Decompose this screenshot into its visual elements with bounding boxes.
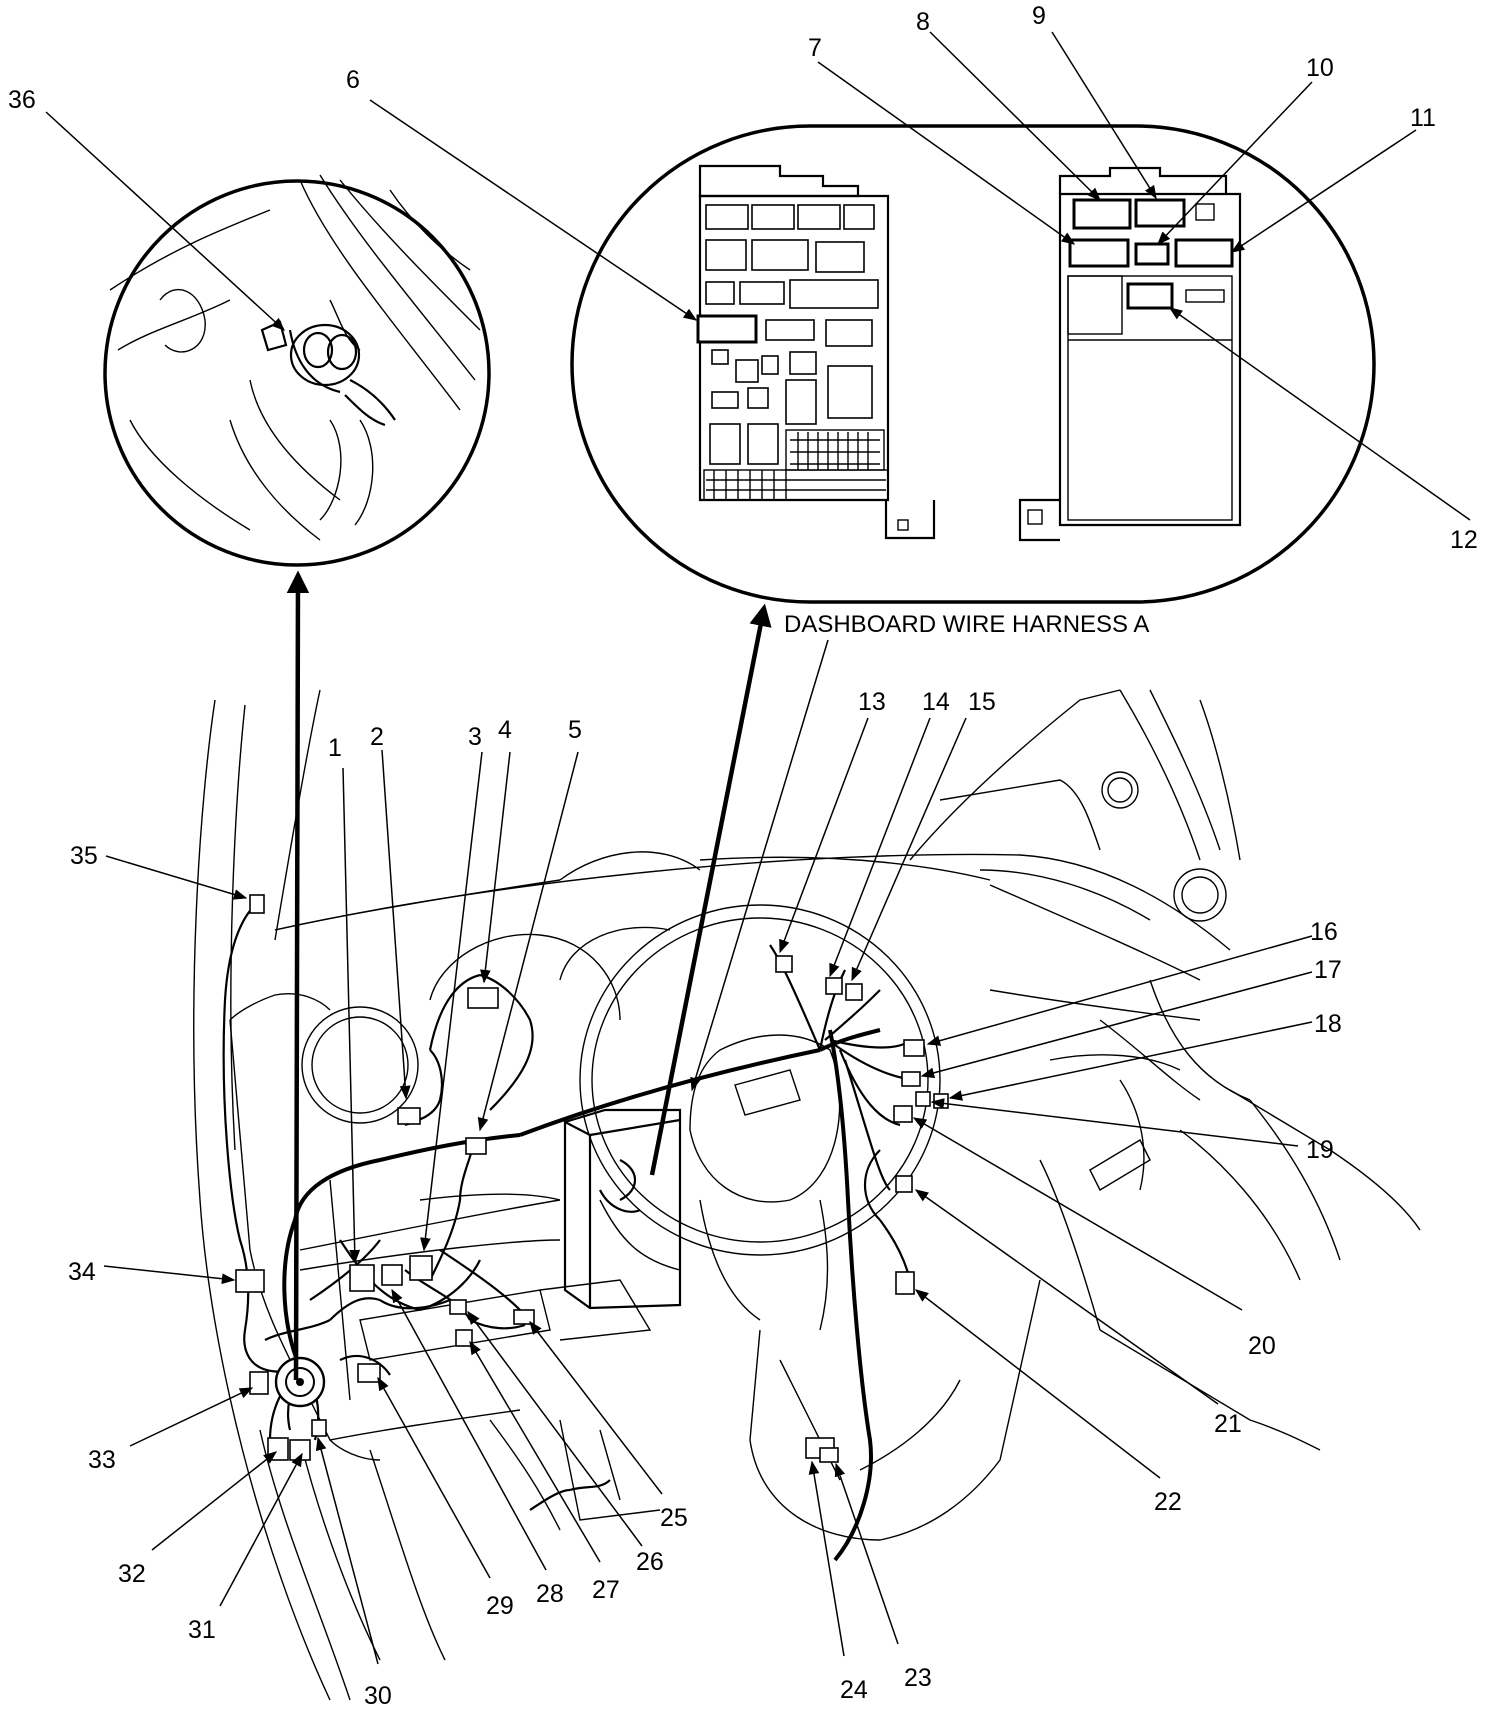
callout-17: 17 xyxy=(1314,956,1342,984)
callout-12: 12 xyxy=(1450,526,1478,554)
detail-arrows xyxy=(286,570,772,1381)
callout-34: 34 xyxy=(68,1258,96,1286)
callout-23: 23 xyxy=(904,1664,932,1692)
callout-26: 26 xyxy=(636,1548,664,1576)
callout-1: 1 xyxy=(328,734,342,762)
callout-4: 4 xyxy=(498,716,512,744)
callout-3: 3 xyxy=(468,723,482,751)
callout-5: 5 xyxy=(568,716,582,744)
callout-15: 15 xyxy=(968,688,996,716)
callout-6: 6 xyxy=(346,66,360,94)
grommet xyxy=(274,1356,326,1408)
detail-oval-fuse-boxes xyxy=(570,124,1376,604)
callout-22: 22 xyxy=(1154,1488,1182,1516)
callout-27: 27 xyxy=(592,1576,620,1604)
callout-7: 7 xyxy=(808,34,822,62)
callout-9: 9 xyxy=(1032,2,1046,30)
dashboard-outline xyxy=(193,689,1421,1701)
callout-31: 31 xyxy=(188,1616,216,1644)
callout-leaders xyxy=(45,31,1471,1665)
callout-13: 13 xyxy=(858,688,886,716)
callout-36: 36 xyxy=(8,86,36,114)
callout-2: 2 xyxy=(370,723,384,751)
callout-35: 35 xyxy=(70,842,98,870)
callout-29: 29 xyxy=(486,1592,514,1620)
callout-14: 14 xyxy=(922,688,950,716)
callout-30: 30 xyxy=(364,1682,392,1710)
control-unit-box xyxy=(563,1108,682,1310)
relay-box xyxy=(1018,166,1242,542)
callout-19: 19 xyxy=(1306,1136,1334,1164)
caption-leader xyxy=(690,639,829,1092)
callout-16: 16 xyxy=(1310,918,1338,946)
callout-32: 32 xyxy=(118,1560,146,1588)
harness-caption: DASHBOARD WIRE HARNESS A xyxy=(784,611,1149,638)
detail-circle-connector-36 xyxy=(103,174,491,567)
callout-33: 33 xyxy=(88,1446,116,1474)
callout-numbers: 1 2 3 4 5 6 7 8 9 10 11 12 13 14 15 16 1… xyxy=(8,2,1478,1710)
callout-8: 8 xyxy=(916,8,930,36)
under-dash-fuse-box xyxy=(696,164,936,540)
callout-25: 25 xyxy=(660,1504,688,1532)
callout-20: 20 xyxy=(1248,1332,1276,1360)
callout-21: 21 xyxy=(1214,1410,1242,1438)
callout-18: 18 xyxy=(1314,1010,1342,1038)
fuse-grid xyxy=(703,429,889,501)
callout-24: 24 xyxy=(840,1676,868,1704)
callout-28: 28 xyxy=(536,1580,564,1608)
callout-10: 10 xyxy=(1306,54,1334,82)
callout-11: 11 xyxy=(1410,104,1436,132)
dash-connectors xyxy=(235,894,949,1463)
